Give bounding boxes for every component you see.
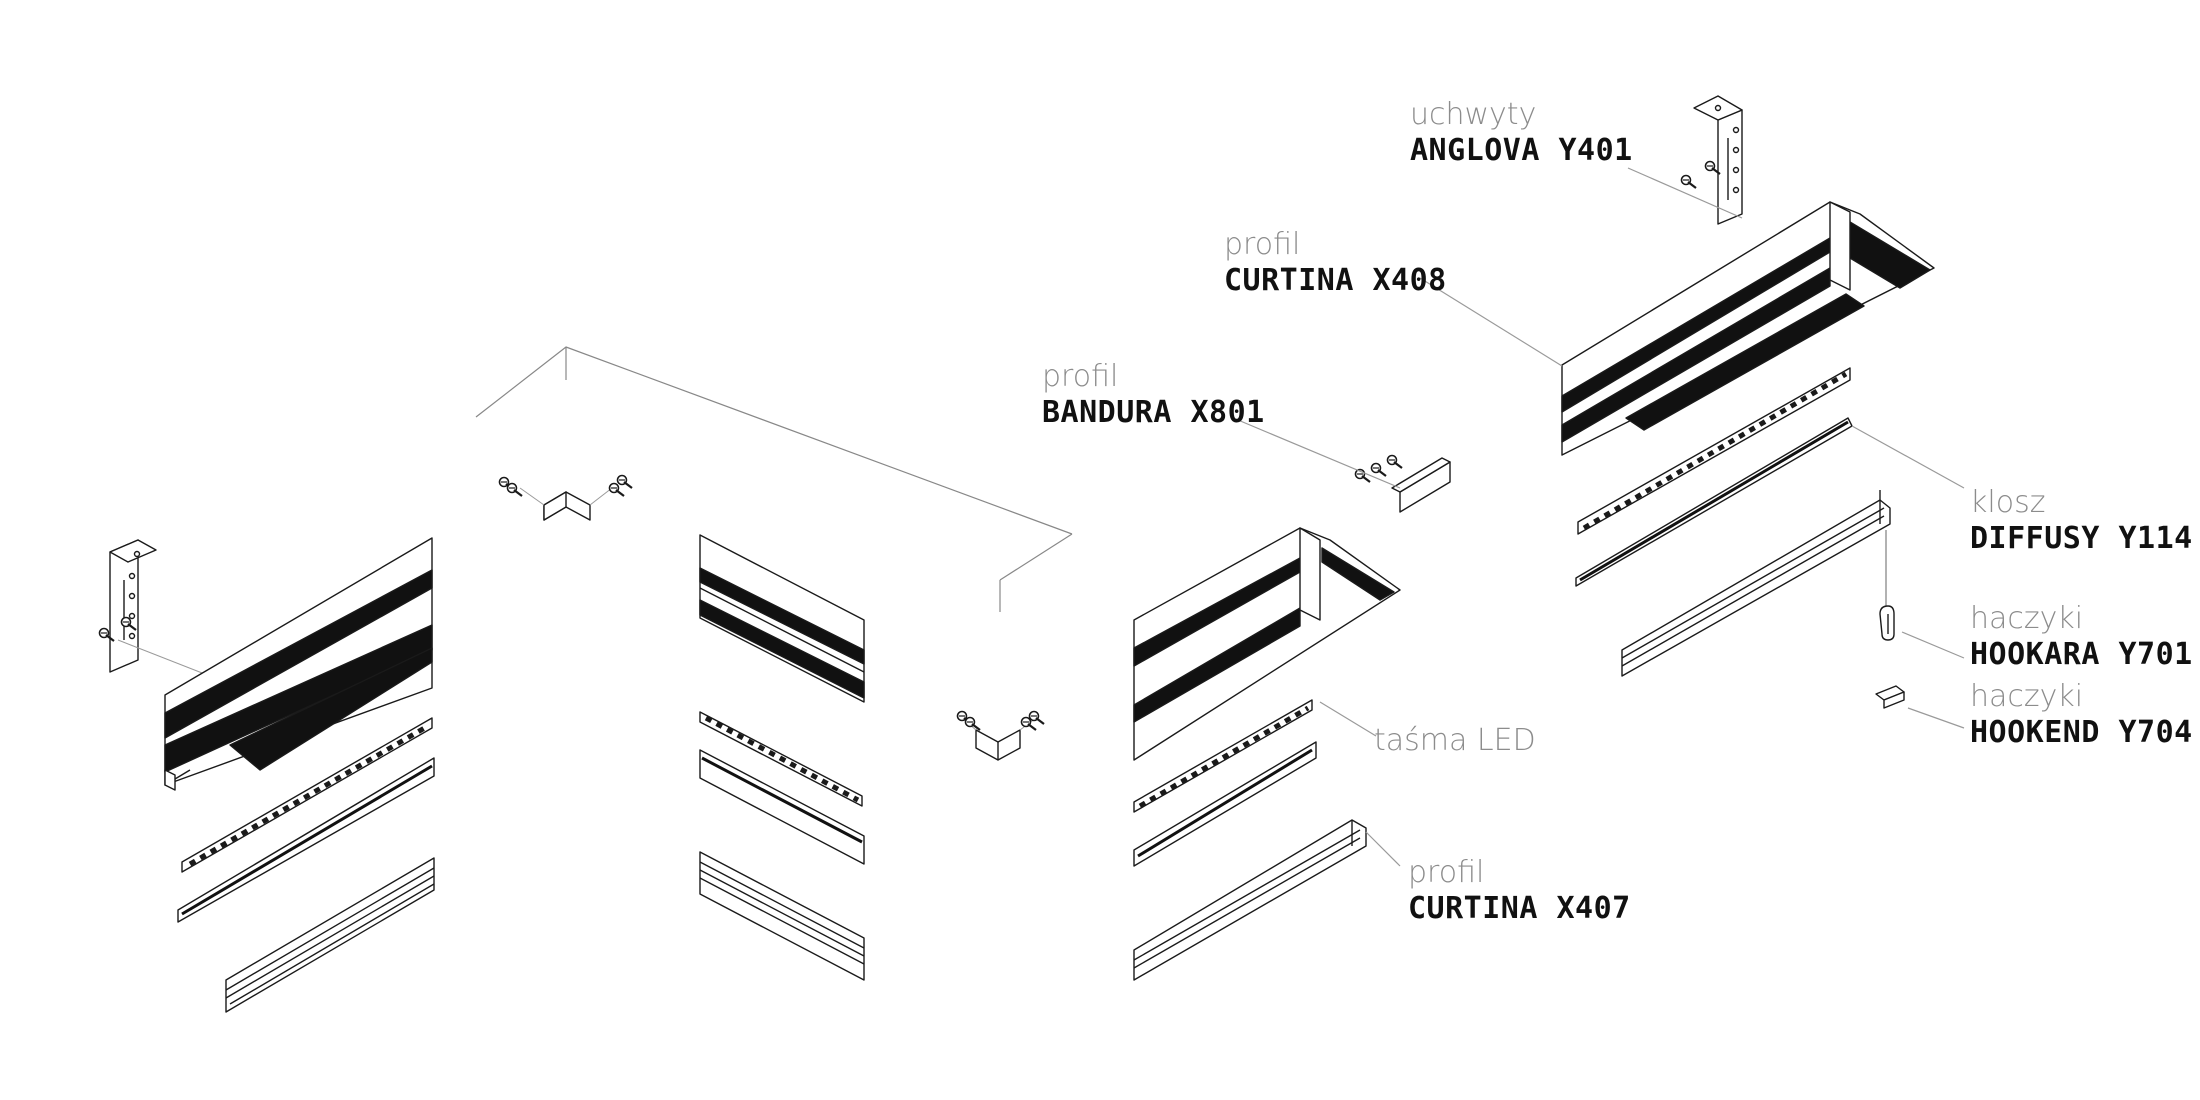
middle-wall-assembly [699, 534, 865, 981]
curtina-lower-profile-middle [699, 851, 865, 981]
callout-product: HOOKEND Y704 [1970, 715, 2193, 750]
callout-category: uchwyty [1410, 97, 1537, 132]
hook-hookend [1875, 685, 1905, 709]
callout-hookend: haczyki HOOKEND Y704 [1970, 682, 2193, 748]
callout-category: haczyki [1970, 601, 2084, 636]
corner-connector-top [519, 487, 613, 521]
room-guide-lines [475, 346, 1073, 612]
callout-product: ANGLOVA Y401 [1410, 133, 1633, 168]
callout-label: taśma LED [1374, 723, 1536, 758]
diffuser-right [1133, 741, 1317, 867]
curtina-profile-top-right [1561, 201, 1935, 456]
bandura-end-cap [1391, 457, 1451, 513]
led-strip-left [181, 717, 433, 873]
callout-category: profil [1224, 227, 1301, 262]
callout-curtina-x408: profil CURTINA X408 [1224, 230, 1447, 296]
leader-lines [1237, 167, 1965, 867]
diffuser-left [177, 757, 435, 923]
hook-hookara [1879, 530, 1895, 641]
mounting-bracket-top-right [1693, 95, 1743, 225]
top-right-assembly [1561, 95, 1935, 709]
curtina-lower-profile-left [225, 857, 435, 1013]
callout-category: haczyki [1970, 679, 2084, 714]
curtina-lower-profile-top-right [1621, 490, 1891, 677]
callout-product: CURTINA X408 [1224, 263, 1447, 298]
callout-category: klosz [1970, 485, 2046, 520]
led-strip-right [1133, 699, 1313, 813]
mounting-bracket-left [109, 539, 157, 673]
callout-product: CURTINA X407 [1408, 891, 1631, 926]
curtina-profile-left [164, 537, 433, 791]
callout-category: profil [1042, 359, 1119, 394]
curtina-profile-right [1133, 527, 1401, 761]
callout-product: BANDURA X801 [1042, 395, 1265, 430]
callout-diffusy: klosz DIFFUSY Y114 [1970, 488, 2193, 554]
led-strip-middle [699, 711, 863, 807]
callout-product: DIFFUSY Y114 [1970, 521, 2193, 556]
led-strip-top-right [1577, 367, 1851, 535]
callout-curtina-x407: profil CURTINA X407 [1408, 858, 1631, 924]
callout-hookara: haczyki HOOKARA Y701 [1970, 604, 2193, 670]
corner-connector-middle [961, 717, 1037, 761]
right-wall-assembly [1133, 527, 1401, 981]
left-wall-assembly [98, 537, 435, 1013]
curtina-profile-middle [699, 534, 865, 703]
diffuser-middle [699, 749, 865, 865]
callout-tasma-led: taśma LED [1374, 726, 1536, 756]
callout-category: profil [1408, 855, 1485, 890]
callout-product: HOOKARA Y701 [1970, 637, 2193, 672]
curtina-lower-profile-right [1133, 819, 1367, 981]
callout-bandura: profil BANDURA X801 [1042, 362, 1265, 428]
callout-anglova: uchwyty ANGLOVA Y401 [1410, 100, 1633, 166]
